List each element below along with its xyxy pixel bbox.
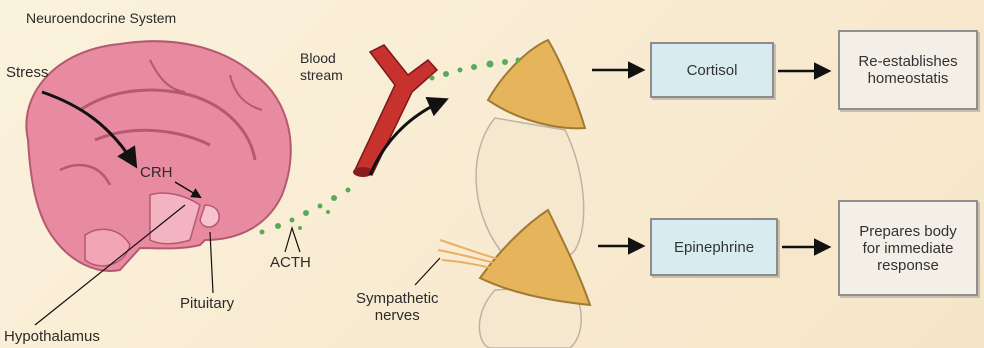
re-establishes-label: Re-establishes homeostatis — [858, 53, 957, 87]
hypothalamus-label: Hypothalamus — [4, 328, 100, 345]
adrenal-gland-top — [488, 40, 585, 128]
brain-illustration — [26, 41, 290, 271]
re-establishes-homeostasis-box: Re-establishes homeostatis — [838, 30, 978, 110]
sympathetic-nerves-label: Sympathetic nerves — [356, 290, 439, 324]
blood-stream-label: Blood stream — [300, 50, 343, 84]
pituitary-leader — [210, 232, 213, 293]
epinephrine-label: Epinephrine — [674, 239, 754, 256]
diagram-title: Neuroendocrine System — [26, 10, 176, 27]
acth-leader — [285, 228, 300, 252]
prepares-label: Prepares body for immediate response — [859, 223, 957, 274]
cortisol-label: Cortisol — [687, 62, 738, 79]
crh-label: CRH — [140, 164, 173, 181]
cortisol-box: Cortisol — [650, 42, 774, 98]
acth-label: ACTH — [270, 254, 311, 271]
prepares-body-box: Prepares body for immediate response — [838, 200, 978, 296]
epinephrine-box: Epinephrine — [650, 218, 778, 276]
nerves-leader — [415, 258, 440, 285]
stress-label: Stress — [6, 64, 49, 81]
pituitary-label: Pituitary — [180, 295, 234, 312]
